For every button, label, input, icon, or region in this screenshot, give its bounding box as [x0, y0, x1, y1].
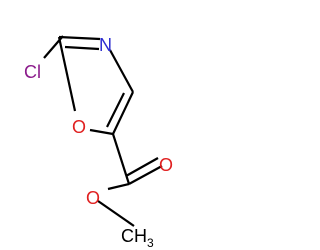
bond-c4-c5-second [106, 92, 125, 128]
bond-oester-ch3 [97, 200, 135, 227]
bond-ccarb-o-second [125, 157, 159, 177]
bond-n3-c4 [109, 49, 134, 93]
atom-labels: Cl N O O O CH3 [24, 35, 173, 250]
ring-oxygen-atom-label: O [72, 117, 86, 137]
bond-ccarb-o [128, 165, 163, 185]
bond-c2-n3 [58, 35, 101, 41]
ring-nitrogen-atom-label: N [99, 35, 112, 55]
chlorine-atom-label: Cl [24, 62, 41, 82]
bond-c5-o1 [89, 128, 114, 136]
bond-c4-c5 [112, 91, 134, 135]
structure-diagram: Cl N O O O CH3 [24, 35, 173, 250]
methyl-group-label: CH3 [121, 226, 154, 250]
methyl-subscript: 3 [147, 236, 154, 250]
bond-ccarb-oester [107, 182, 130, 191]
ester-oxygen-atom-label: O [86, 188, 100, 208]
bond-o1-c2 [57, 36, 77, 112]
bond-c2-n3-second [64, 45, 100, 51]
carbonyl-oxygen-atom-label: O [159, 155, 173, 175]
methyl-symbol: CH [121, 226, 147, 246]
bonds [43, 35, 163, 227]
